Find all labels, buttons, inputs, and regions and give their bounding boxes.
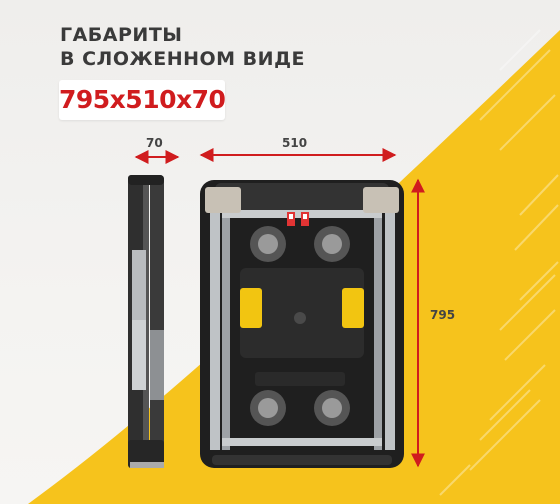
height-dimension-label: 795 — [430, 308, 456, 322]
title-line-1: ГАБАРИТЫ — [60, 24, 183, 46]
yellow-diagonal-band — [28, 30, 560, 504]
length-dimension-label: 510 — [282, 136, 308, 150]
folded-cart-top-view — [200, 180, 404, 468]
folded-cart-side-view — [128, 175, 164, 468]
width-dimension-label: 70 — [146, 136, 163, 150]
title-line-2: В СЛОЖЕННОМ ВИДЕ — [60, 48, 305, 70]
dimensions-badge: 795x510x70 — [59, 80, 226, 120]
band-watermark-lettering — [439, 29, 559, 496]
